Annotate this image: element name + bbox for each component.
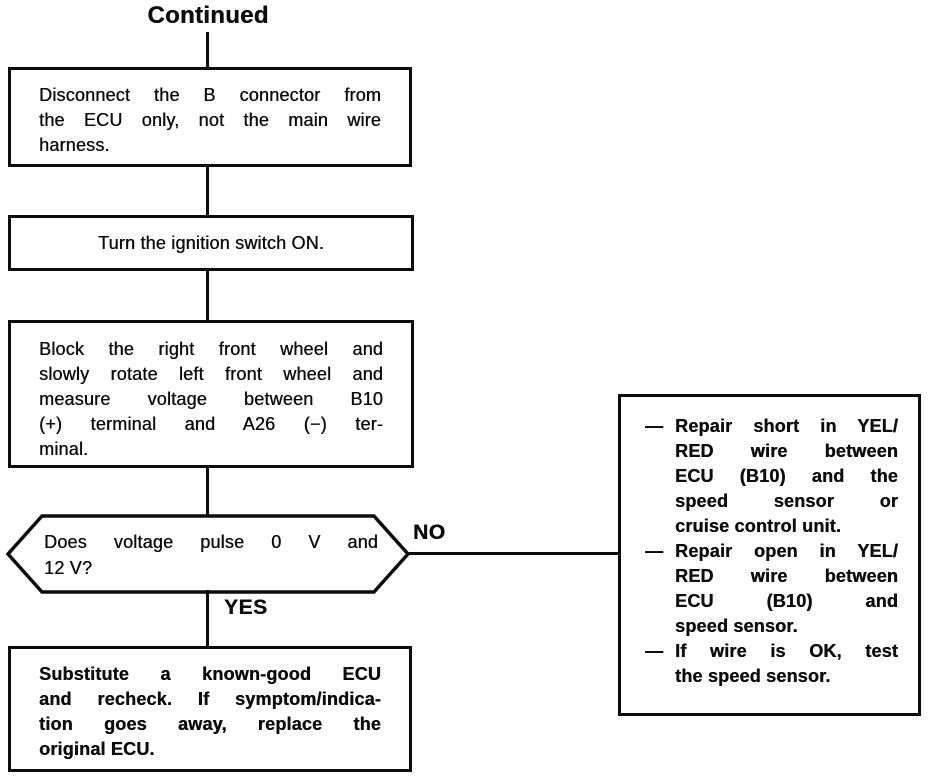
decision-question-text: Does voltage pulse 0 V and 12 V? <box>44 529 378 581</box>
text-line: Does voltage pulse 0 V and <box>44 532 378 552</box>
repair-item-test-sensor: — If wire is OK, test the speed sensor. <box>645 639 898 689</box>
text-line: (+) terminal and A26 (−) ter- <box>39 414 383 434</box>
text-line: measure voltage between B10 <box>39 389 383 409</box>
connector-decision-step4 <box>206 590 209 648</box>
text-line: Disconnect the B connector from <box>39 85 381 105</box>
text-line: slowly rotate left front wheel and <box>39 364 383 384</box>
text-line: original ECU. <box>39 739 155 759</box>
connector-step3-decision <box>206 466 209 518</box>
step-disconnect-box: Disconnect the B connector from the ECU o… <box>8 67 412 167</box>
text-line: speed sensor or <box>675 491 898 511</box>
page-title: Continued <box>147 2 269 29</box>
step-ignition-label: Turn the ignition switch ON. <box>97 232 325 253</box>
text-line: If wire is OK, test <box>675 641 898 661</box>
dash-marker: — <box>645 641 664 661</box>
text-line: ECU (B10) and the <box>675 466 898 486</box>
text-line: 12 V? <box>44 558 93 578</box>
text-line: ECU (B10) and <box>675 591 898 611</box>
connector-step2-step3 <box>206 269 209 322</box>
text-line: Substitute a known-good ECU <box>39 664 381 684</box>
no-branch-label: NO <box>413 521 446 544</box>
text-line: RED wire between <box>675 441 898 461</box>
text-line: Repair short in YEL/ <box>675 416 898 436</box>
text-line: minal. <box>39 439 89 459</box>
connector-continued-to-step1 <box>206 32 209 68</box>
dash-marker: — <box>645 541 664 561</box>
step-ignition-box: Turn the ignition switch ON. <box>8 215 414 271</box>
repair-item-text: If wire is OK, test the speed sensor. <box>675 639 898 689</box>
step-substitute-box: Substitute a known-good ECU and recheck. … <box>8 646 412 772</box>
text-line: the ECU only, not the main wire <box>39 110 381 130</box>
text-line: speed sensor. <box>675 616 798 636</box>
dash-marker: — <box>645 416 664 436</box>
step-block-wheel-box: Block the right front wheel and slowly ro… <box>8 320 414 468</box>
text-line: RED wire between <box>675 566 898 586</box>
text-line: cruise control unit. <box>675 516 842 536</box>
text-line: harness. <box>39 135 110 155</box>
text-line: tion goes away, replace the <box>39 714 381 734</box>
connector-decision-to-repair <box>406 552 620 555</box>
text-line: Block the right front wheel and <box>39 339 383 359</box>
yes-branch-label: YES <box>224 596 268 619</box>
text-line: the speed sensor. <box>675 666 831 686</box>
text-line: and recheck. If symptom/indica- <box>39 689 381 709</box>
connector-step1-step2 <box>206 165 209 217</box>
text-line: Repair open in YEL/ <box>675 541 898 561</box>
